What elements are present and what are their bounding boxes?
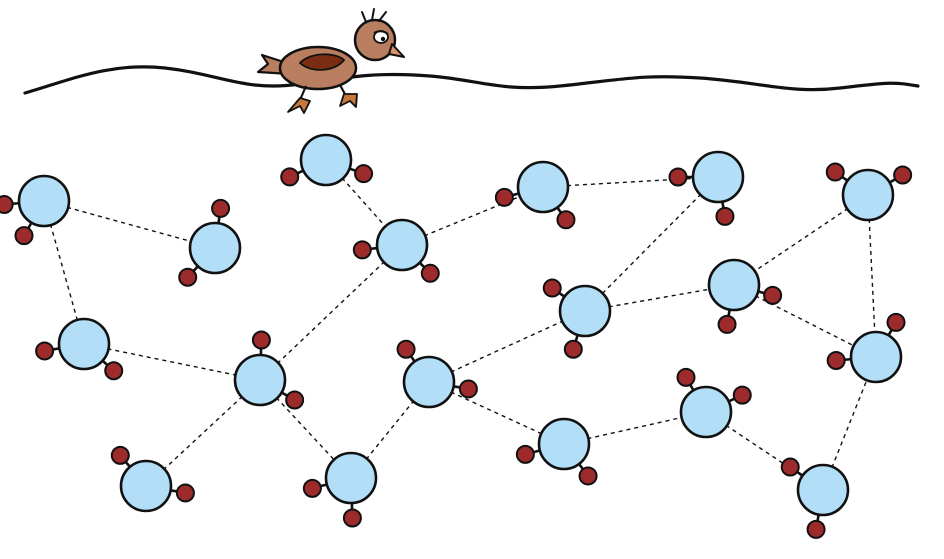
oxygen-atom — [324, 451, 378, 505]
bird-eyelid — [373, 30, 389, 35]
hydrogen-atom — [280, 167, 300, 187]
hydrogen-atom — [110, 445, 130, 465]
oxygen-atom — [375, 218, 429, 272]
hydrogen-atom — [563, 339, 583, 359]
water-molecule-icon — [780, 457, 850, 539]
hydrogen-atom — [668, 167, 688, 187]
hydrogen-atom — [732, 385, 752, 405]
hydrogen-atom — [175, 483, 195, 503]
oxygen-atom — [558, 284, 612, 338]
bird-crest — [361, 8, 387, 23]
hydrogen-atom — [806, 519, 826, 539]
hydrogen-atom — [420, 263, 440, 283]
water-molecule-icon — [826, 312, 906, 384]
hydrogen-atom — [578, 466, 598, 486]
hydrogen-atom — [354, 164, 374, 184]
hydrogen-atom — [178, 267, 198, 287]
water-molecule-icon — [233, 330, 305, 410]
hydrogen-atom — [556, 210, 576, 230]
oxygen-atom — [841, 168, 895, 222]
water-molecule-icon — [515, 417, 598, 486]
water-molecule-icon — [676, 367, 752, 439]
water-surface-line — [23, 65, 920, 95]
water-molecule-icon — [396, 339, 478, 409]
hydrogen-atom — [542, 278, 562, 298]
hydrogen-atom — [0, 194, 14, 214]
hydrogen-atom — [515, 444, 535, 464]
water-molecule-icon — [178, 198, 242, 287]
water-molecule-icon — [542, 278, 612, 359]
oxygen-atom — [691, 150, 745, 204]
water-molecule-icon — [280, 133, 374, 187]
hydrogen-bond-layer — [43, 159, 877, 491]
water-molecule-icon — [494, 160, 576, 230]
hydrogen-bond — [259, 379, 352, 479]
hydrogen-atom — [352, 240, 372, 260]
oxygen-atom — [537, 417, 591, 471]
water-strider-bird-icon — [256, 8, 405, 114]
oxygen-atom — [57, 317, 111, 371]
hydrogen-atom — [717, 314, 737, 334]
hydrogen-atom — [886, 312, 906, 332]
hydrogen-atom — [396, 339, 416, 359]
hydrogen-atom — [211, 198, 231, 218]
hydrogen-bond — [542, 176, 719, 188]
hydrogen-bond — [43, 200, 216, 249]
oxygen-atom — [299, 133, 353, 187]
hydrogen-atom — [251, 330, 271, 350]
water-molecule-icon — [352, 218, 440, 283]
water-molecule-icon — [668, 150, 745, 226]
water-molecule-icon — [0, 174, 71, 246]
oxygen-atom — [516, 160, 570, 214]
hydrogen-atom — [715, 206, 735, 226]
oxygen-atom — [796, 463, 850, 517]
bird-pupil — [380, 36, 386, 42]
water-molecule-icon — [707, 258, 783, 334]
hydrogen-atom — [826, 350, 846, 370]
oxygen-atom — [17, 174, 71, 228]
hydrogen-atom — [104, 361, 124, 381]
hydrogen-bond — [259, 244, 403, 381]
hydrogen-atom — [458, 379, 478, 399]
hydrogen-bond — [867, 194, 877, 358]
oxygen-atom — [233, 353, 287, 407]
hydrogen-atom — [825, 162, 845, 182]
hydrogen-atom — [676, 367, 696, 387]
bird-foot-right — [339, 93, 358, 108]
hydrogen-atom — [893, 165, 913, 185]
hydrogen-atom — [780, 457, 800, 477]
water-molecule-icon — [825, 162, 913, 222]
hydrogen-atom — [14, 226, 34, 246]
water-molecule-icon — [302, 451, 378, 528]
water-molecule-layer — [0, 133, 913, 539]
oxygen-atom — [119, 459, 173, 513]
hydrogen-atom — [285, 390, 305, 410]
bird-beak — [388, 43, 405, 58]
bird-foot-left — [287, 97, 311, 114]
hydrogen-atom — [342, 508, 362, 528]
oxygen-atom — [679, 385, 733, 439]
hydrogen-bond — [733, 284, 877, 358]
oxygen-atom — [402, 355, 456, 409]
bird-wing — [298, 53, 346, 71]
hydrogen-atom — [302, 478, 322, 498]
hydrogen-atom — [494, 187, 514, 207]
hydrogen-atom — [35, 341, 55, 361]
oxygen-atom — [849, 330, 903, 384]
hydrogen-bond — [733, 194, 869, 286]
water-molecule-icon — [110, 445, 195, 513]
oxygen-atom — [188, 221, 242, 275]
hydrogen-bond — [83, 343, 261, 381]
hydrogen-atom — [763, 285, 783, 305]
oxygen-atom — [707, 258, 761, 312]
water-molecule-icon — [35, 317, 124, 381]
